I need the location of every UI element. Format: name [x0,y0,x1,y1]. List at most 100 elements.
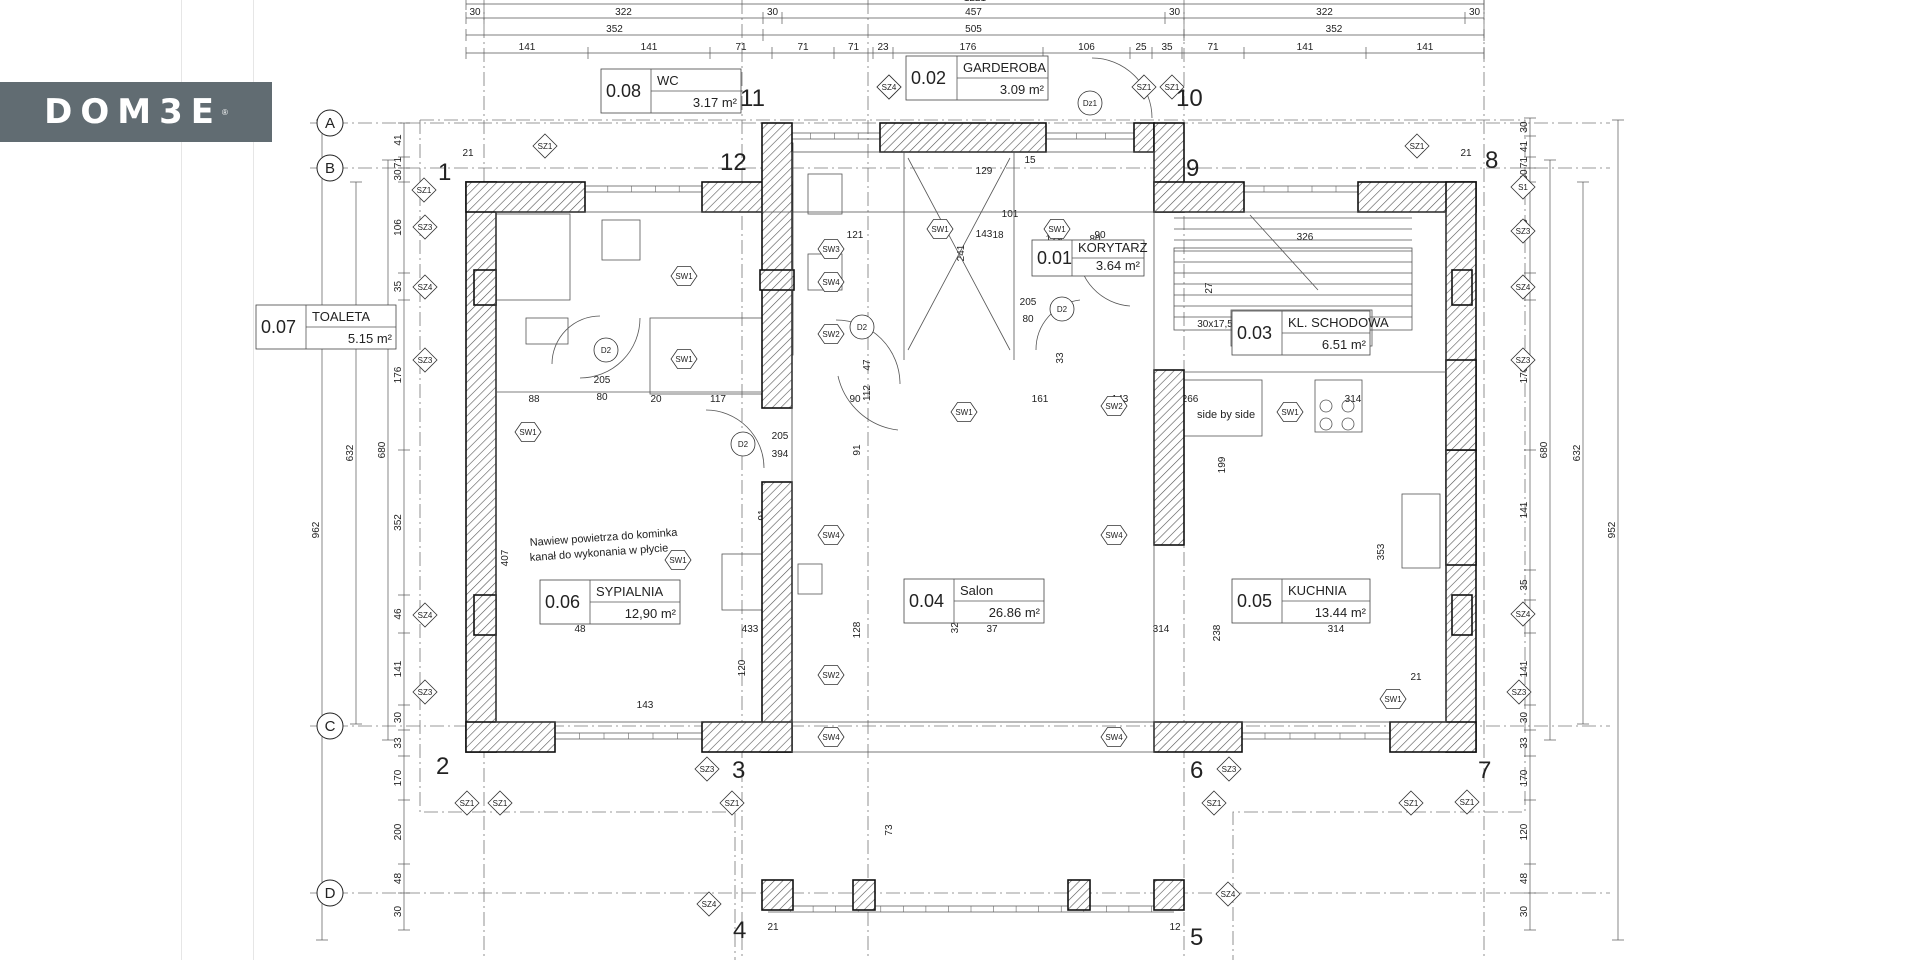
dim-interior-label: 161 [1032,394,1049,405]
dim-top-row1-label: 30 [469,7,481,18]
section-marker-label: SW4 [1105,531,1123,540]
section-marker-label: SZ3 [418,223,433,232]
corner-number: 6 [1190,757,1203,784]
wall-segment [761,122,793,409]
dim-left-inner-label: 30 [393,712,404,724]
door-swing [579,317,641,379]
room-number: 0.03 [1237,323,1272,343]
wall-segment [701,721,793,753]
section-marker-label: SW1 [675,355,693,364]
section-marker-sw1 [1379,689,1407,709]
section-marker-label: SW1 [955,408,973,417]
room-name: WC [657,73,679,88]
section-marker-sz3 [412,214,438,240]
door-tag [1049,296,1075,322]
section-marker-label: SZ1 [417,186,432,195]
interior-outline [495,211,1447,723]
section-marker-sz4 [1510,601,1536,627]
room-area: 26.86 m² [989,605,1041,620]
dim-top-row2-label: 352 [606,24,623,35]
dim-interior-label: 321 [950,616,961,633]
dim-interior-label: 205 [772,431,789,442]
section-marker-sw4 [1100,525,1128,545]
room-number: 0.08 [606,81,641,101]
fixture-outline [721,553,766,611]
section-marker-label: SW4 [1105,733,1123,742]
section-marker-sz1 [1404,133,1430,159]
section-marker-label: SZ3 [1512,688,1527,697]
section-marker-sz1 [1454,789,1480,815]
section-marker-label: SZ1 [1404,799,1419,808]
section-marker-label: SW1 [675,272,693,281]
section-marker-sw1 [950,402,978,422]
door-swing [837,375,899,431]
fixture-outline [649,317,763,395]
grid-axis-d[interactable]: D [316,879,344,907]
dim-left-inner-label: 141 [393,660,404,677]
dim-right-inner-label: 176 [1519,366,1530,383]
section-marker-label: SZ3 [1222,765,1237,774]
section-marker-label: SW1 [669,556,687,565]
dim-interior-label: 314 [1328,624,1345,635]
dim-right-inner-label: 141 [1519,660,1530,677]
grid-axis-circle [316,154,344,182]
room-name: KL. SCHODOWA [1288,315,1389,330]
dim-interior-label: 18 [992,230,1004,241]
section-marker-label: SW1 [931,225,949,234]
dim-top-row3-label: 71 [848,42,860,53]
room-number: 0.02 [911,68,946,88]
plan-notes: Nawiew powietrza do kominka kanał do wyk… [529,409,1255,564]
section-marker-sz1 [487,790,513,816]
section-marker-label: SZ1 [1410,142,1425,151]
room-number: 0.07 [261,317,296,337]
room-number: 0.05 [1237,591,1272,611]
dim-left-inner-label: 48 [393,873,404,885]
section-marker-sw2 [817,324,845,344]
section-marker-sz1 [1398,790,1424,816]
section-marker-sz4 [1215,881,1241,907]
fridge-label: side by side [1197,409,1255,421]
dim-right-mid-a-label: 632 [1572,444,1583,461]
wall-segment [1445,449,1477,566]
grid-axis-b[interactable]: B [316,154,344,182]
room-label-wc[interactable]: 0.08 WC 3.17 m² [600,68,742,114]
corner-number: 11 [740,85,765,112]
room-area: 3.17 m² [693,95,738,110]
section-marker-label: SW1 [519,428,537,437]
grid-axis-a[interactable]: A [316,109,344,137]
section-marker-label: SW4 [822,278,840,287]
section-marker-sz4 [696,891,722,917]
section-marker-sw1 [670,349,698,369]
dim-top-row3-label: 141 [1417,42,1434,53]
room-area: 5.15 m² [348,331,393,346]
dim-top-row3-label: 106 [1078,42,1095,53]
dim-interior-label: 407 [500,549,511,566]
section-marker-label: SW2 [1105,402,1123,411]
section-marker-sw4 [817,272,845,292]
section-marker-sz1 [1131,74,1157,100]
dim-top-row1-label: 30 [1469,7,1481,18]
sidebar-divider [181,0,182,960]
wall-segment [1133,122,1155,153]
dim-left-inner-label: 106 [393,219,404,236]
room-number: 0.06 [545,592,580,612]
dim-interior-label: 37 [986,624,998,635]
dim-top-row3-label: 25 [1135,42,1147,53]
brand-logo[interactable]: DOM3E® [0,82,272,142]
closet-diagonal [907,157,1011,351]
dim-interior-label: 238 [1212,624,1223,641]
section-marker-label: SZ1 [538,142,553,151]
dim-top-row1-label: 322 [1316,7,1333,18]
wall-segment [473,594,497,636]
section-marker-sz3 [412,679,438,705]
grid-axis-c[interactable]: C [316,712,344,740]
fixture-outline [601,219,641,261]
